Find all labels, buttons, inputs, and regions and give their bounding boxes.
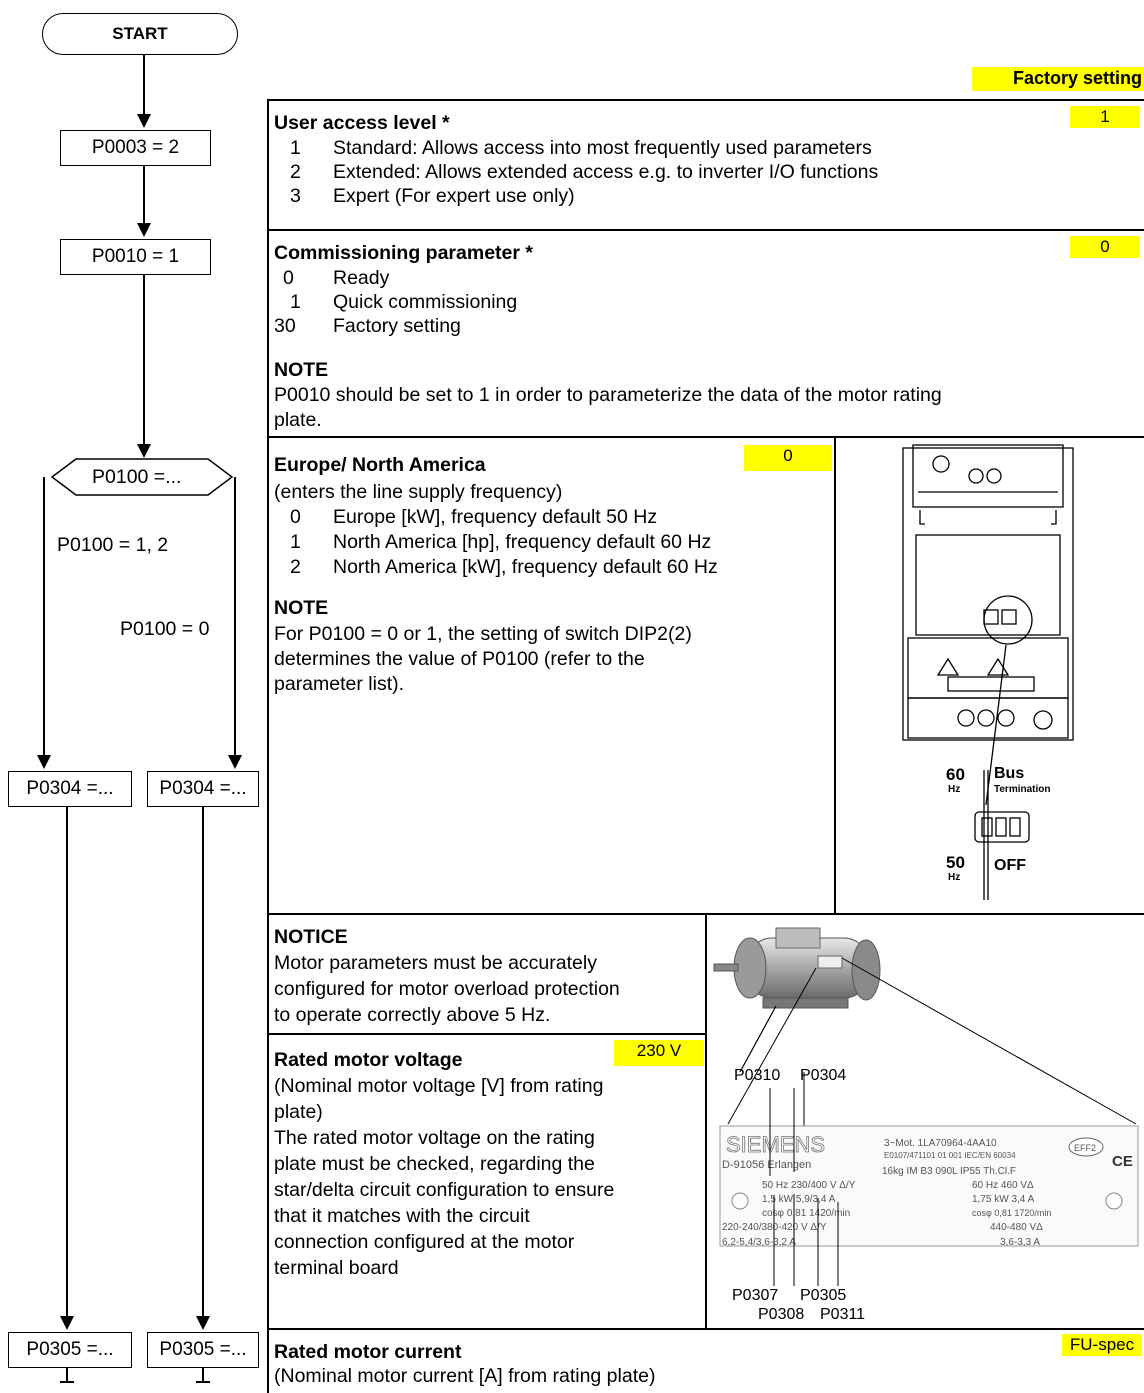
svg-text:EFF2: EFF2 [1074,1143,1096,1153]
voltage-text: star/delta circuit configuration to ensu… [274,1178,614,1202]
label-p0307: P0307 [732,1287,778,1305]
note-text: parameter list). [274,672,404,696]
option-num: 0 [290,505,301,529]
option-text: Expert (For expert use only) [333,184,575,208]
option-text: Factory setting [333,314,461,338]
option-num: 30 [274,314,296,338]
svg-text:cosφ 0,81 1720/min: cosφ 0,81 1720/min [972,1208,1051,1218]
note-text: determines the value of P0100 (refer to … [274,647,645,671]
step-p0003: P0003 = 2 [60,130,211,166]
label-p0304: P0304 [800,1067,846,1085]
option-num: 2 [290,555,301,579]
note-text: P0010 should be set to 1 in order to par… [274,383,942,407]
start-terminator: START [42,13,238,55]
option-text: North America [kW], frequency default 60… [333,555,718,579]
svg-text:16kg IM B3 090L IP55 Th.Cl: 16kg IM B3 090L IP55 Th.Cl.F [882,1166,1016,1177]
switch-60-label: 60 [946,765,965,784]
voltage-text: plate) [274,1100,323,1124]
section-subtitle: (Nominal motor current [A] from rating p… [274,1364,655,1388]
default-value-p0305: FU-spec [1062,1334,1142,1356]
option-num: 3 [290,184,301,208]
option-text: Europe [kW], frequency default 50 Hz [333,505,657,529]
svg-text:Bus: Bus [994,765,1024,782]
voltage-text: (Nominal motor voltage [V] from rating [274,1074,603,1098]
svg-text:3,6-3,3 A: 3,6-3,3 A [1000,1237,1040,1248]
note-text: plate. [274,408,322,432]
section-title: Rated motor current [274,1340,461,1364]
default-value-p0010: 0 [1070,236,1140,258]
svg-text:60 Hz 460 VΔ: 60 Hz 460 VΔ [972,1180,1034,1191]
label-p0308: P0308 [758,1306,804,1324]
motor-image: SIEMENS D-91056 Erlangen 3~Mot. 1LA70964… [708,916,1144,1326]
section-subtitle: (enters the line supply frequency) [274,480,562,504]
factory-setting-header: Factory setting [972,67,1144,91]
svg-text:440-480 VΔ: 440-480 VΔ [990,1222,1043,1233]
note-title: NOTE [274,358,328,382]
note-title: NOTE [274,596,328,620]
branch-label-0: P0100 = 0 [120,617,209,641]
label-p0310: P0310 [734,1067,780,1085]
svg-text:3~Mot. 1LA70964-4AA10: 3~Mot. 1LA70964-4AA10 [884,1138,997,1149]
inverter-diagram-image: 60 Hz Bus Termination 50 Hz OFF [838,440,1142,910]
note-text: For P0100 = 0 or 1, the setting of switc… [274,622,692,646]
section-title: User access level * [274,111,450,135]
svg-text:cosφ 0,81 1420/min: cosφ 0,81 1420/min [762,1208,850,1219]
option-num: 1 [290,530,301,554]
notice-text: Motor parameters must be accurately [274,951,597,975]
svg-text:E0107/471101 01 001 IEC/EN 600: E0107/471101 01 001 IEC/EN 60034 [884,1151,1016,1160]
voltage-text: plate must be checked, regarding the [274,1152,595,1176]
default-value-p0100: 0 [744,445,832,471]
voltage-text: The rated motor voltage on the rating [274,1126,595,1150]
option-num: 0 [283,266,294,290]
step-p0304-right: P0304 =... [147,771,259,807]
voltage-text: terminal board [274,1256,399,1280]
step-p0010: P0010 = 1 [60,239,211,275]
svg-text:1,5 kW 5,9/3,4 A: 1,5 kW 5,9/3,4 A [762,1194,836,1205]
svg-text:50 Hz 230/400 V Δ/Y: 50 Hz 230/400 V Δ/Y [762,1180,856,1191]
option-text: Standard: Allows access into most freque… [333,136,872,160]
voltage-text: connection configured at the motor [274,1230,574,1254]
svg-text:Hz: Hz [948,872,960,883]
svg-text:Termination: Termination [994,784,1050,795]
option-text: Quick commissioning [333,290,517,314]
svg-text:6,2-5,4/3,6-3,2 A: 6,2-5,4/3,6-3,2 A [722,1237,796,1248]
section-title: Europe/ North America [274,453,486,477]
svg-text:Hz: Hz [948,784,960,795]
section-title: Rated motor voltage [274,1048,463,1072]
default-value-p0003: 1 [1070,106,1140,128]
option-num: 1 [290,290,301,314]
svg-text:OFF: OFF [994,857,1026,874]
svg-text:1,75 kW 3,4 A: 1,75 kW 3,4 A [972,1194,1035,1205]
notice-text: configured for motor overload protection [274,977,620,1001]
step-p0305-left: P0305 =... [8,1332,132,1368]
branch-label-1-2: P0100 = 1, 2 [57,533,168,557]
option-num: 2 [290,160,301,184]
default-value-p0304: 230 V [614,1040,704,1066]
svg-text:50: 50 [946,853,965,872]
svg-text:CE: CE [1112,1153,1133,1170]
step-p0305-right: P0305 =... [147,1332,259,1368]
step-p0304-left: P0304 =... [8,771,132,807]
decision-p0100-label: P0100 =... [92,465,181,489]
option-text: Ready [333,266,389,290]
label-p0305: P0305 [800,1287,846,1305]
option-text: North America [hp], frequency default 60… [333,530,711,554]
option-text: Extended: Allows extended access e.g. to… [333,160,878,184]
svg-text:D-91056 Erlangen: D-91056 Erlangen [722,1159,811,1171]
notice-title: NOTICE [274,925,348,949]
option-num: 1 [290,136,301,160]
voltage-text: that it matches with the circuit [274,1204,530,1228]
section-title: Commissioning parameter * [274,241,533,265]
svg-text:SIEMENS: SIEMENS [726,1132,825,1157]
notice-text: to operate correctly above 5 Hz. [274,1003,550,1027]
label-p0311: P0311 [820,1306,865,1324]
